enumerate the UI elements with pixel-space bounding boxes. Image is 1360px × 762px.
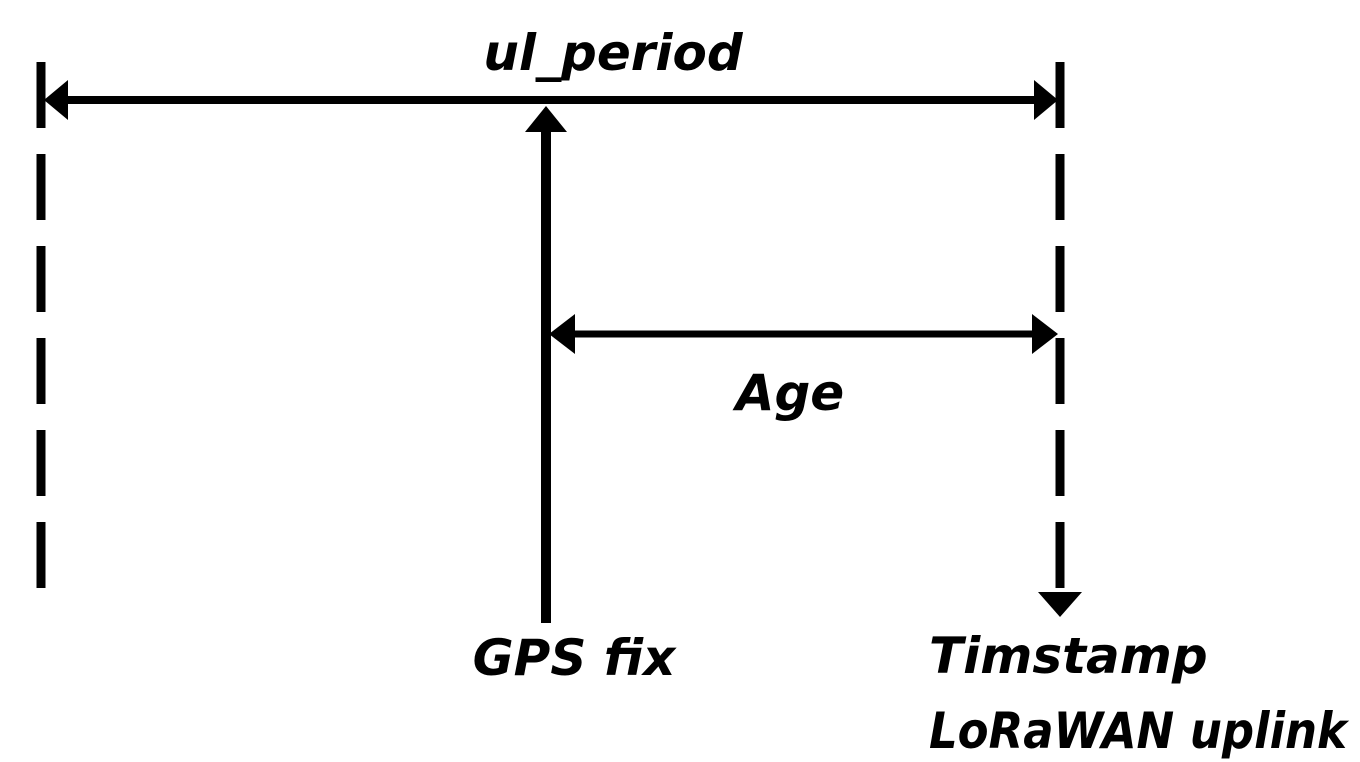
- ul-period-label: ul_period: [483, 24, 744, 82]
- age-label: Age: [732, 364, 844, 422]
- age-arrow-left-head: [549, 314, 575, 354]
- gps-fix-label: GPS fix: [473, 629, 677, 687]
- ul-period-arrow-right-head: [1034, 80, 1058, 120]
- age-arrow-right-head: [1032, 314, 1058, 354]
- timestamp-label-line1: Timstamp: [929, 627, 1208, 685]
- timestamp-label-line2: LoRaWAN uplink: [929, 702, 1349, 760]
- ul-period-arrow-left-head: [44, 80, 68, 120]
- uplink-arrow-head: [1038, 592, 1082, 617]
- gps-fix-arrow-head: [525, 106, 567, 132]
